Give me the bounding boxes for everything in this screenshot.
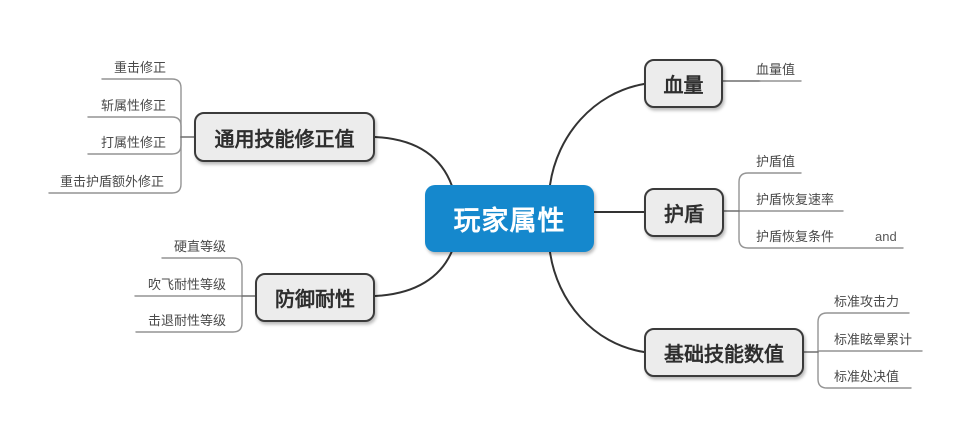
leaf-heavy-hit-shield-modifier[interactable]: 重击护盾额外修正: [59, 174, 164, 189]
general-skill-leaf3-underline: [87, 136, 182, 155]
relationship-label-and[interactable]: and: [875, 229, 897, 244]
leaf-knockback-resistance-level[interactable]: 击退耐性等级: [147, 313, 226, 328]
leaf-standard-execution-value[interactable]: 标准处决值: [834, 369, 900, 384]
topic-defense-resistance[interactable]: 防御耐性: [255, 273, 375, 322]
leaf-heavy-hit-modifier[interactable]: 重击修正: [113, 60, 166, 75]
topic-hp[interactable]: 血量: [644, 59, 723, 108]
general-skill-leaf2-underline: [87, 116, 182, 138]
connector-root-to-hp: [549, 83, 645, 186]
leaf-standard-stun-accumulation[interactable]: 标准眩晕累计: [834, 332, 913, 347]
topic-base-skill-values[interactable]: 基础技能数值: [644, 328, 804, 377]
leaf-strike-attr-modifier[interactable]: 打属性修正: [100, 135, 166, 150]
topic-general-skill-modifiers[interactable]: 通用技能修正值: [194, 112, 375, 162]
central-topic-player-attributes[interactable]: 玩家属性: [425, 185, 594, 252]
defense-leaf-bracket: [135, 257, 243, 333]
connector-root-to-general-skill: [374, 136, 453, 187]
leaf-slash-attr-modifier[interactable]: 斩属性修正: [100, 98, 166, 113]
leaf-shield-recovery-condition[interactable]: 护盾恢复条件: [756, 229, 835, 244]
leaf-shield-recovery-rate[interactable]: 护盾恢复速率: [756, 192, 835, 207]
leaf-stagger-level[interactable]: 硬直等级: [173, 239, 226, 254]
leaf-hp-value[interactable]: 血量值: [756, 62, 796, 77]
leaf-launch-resistance-level[interactable]: 吹飞耐性等级: [147, 277, 226, 292]
leaf-shield-value[interactable]: 护盾值: [756, 154, 796, 169]
connector-root-to-base-skill: [549, 251, 645, 353]
topic-shield[interactable]: 护盾: [644, 188, 724, 237]
connector-root-to-defense: [374, 250, 453, 297]
leaf-standard-attack-power[interactable]: 标准攻击力: [834, 294, 900, 309]
